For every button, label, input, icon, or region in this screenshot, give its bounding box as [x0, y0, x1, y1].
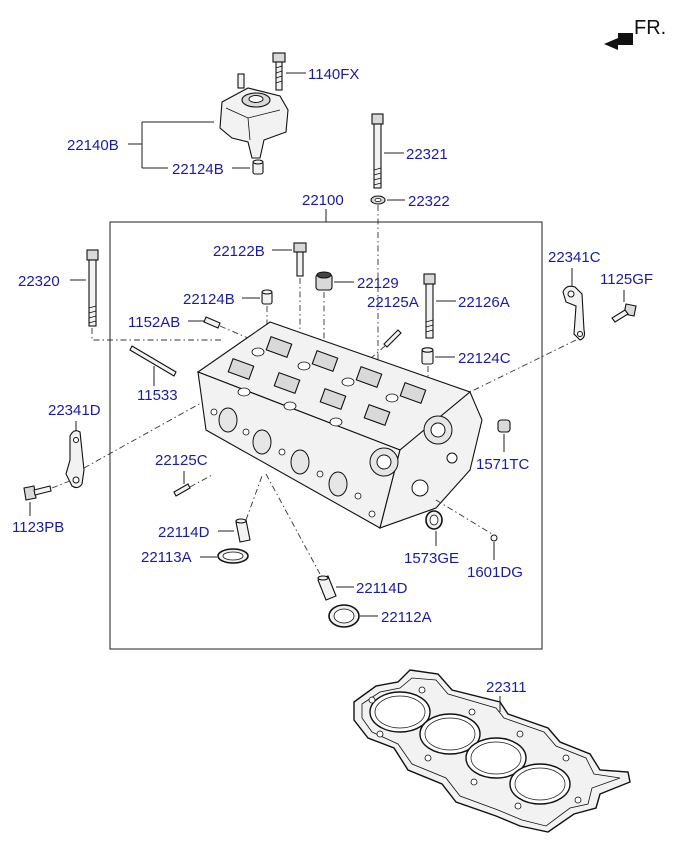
label-1152AB: 1152AB: [128, 314, 180, 331]
cam-caps-intake: [227, 357, 391, 427]
bolt-22126A: [423, 273, 436, 339]
label-22124B-top: 22124B: [172, 161, 224, 178]
bolt-1140FX: [272, 52, 286, 91]
cam-sprocket-bores: [369, 415, 458, 497]
label-1573GE: 1573GE: [404, 550, 459, 567]
pin-1152AB: [203, 316, 221, 329]
sleeve-22114D-left: [235, 518, 251, 543]
face-bolt-holes: [210, 408, 376, 518]
label-22311: 22311: [486, 679, 527, 696]
gasket-inner-rings: [374, 695, 566, 801]
dowel-22124B-mid: [261, 289, 273, 305]
stud-11533: [129, 345, 177, 377]
dowel-22124B-top: [252, 159, 264, 175]
stud-22125C: [173, 483, 191, 497]
cam-caps-exhaust: [265, 335, 427, 405]
head-gasket-22311: [353, 669, 631, 833]
label-22129: 22129: [357, 275, 399, 292]
label-22114D-left: 22114D: [158, 524, 210, 541]
oil-seal-1573GE: [425, 510, 443, 530]
label-22122B: 22122B: [213, 243, 265, 260]
label-22320: 22320: [18, 273, 60, 290]
label-22100: 22100: [302, 192, 344, 209]
label-22321: 22321: [406, 146, 448, 163]
label-11533: 11533: [137, 387, 178, 404]
gasket-bolt-holes: [368, 686, 582, 810]
label-1140FX: 1140FX: [308, 66, 359, 83]
cylinder-head-22100: [196, 321, 483, 529]
label-1125GF: 1125GF: [600, 271, 653, 288]
bolt-1125GF: [611, 303, 637, 323]
exhaust-ports: [218, 407, 348, 497]
gasket-cylinder-bores: [369, 691, 571, 805]
sleeve-22114D-bottom: [317, 575, 337, 601]
front-arrow-icon: [604, 33, 633, 50]
head-bolt-22320: [86, 249, 99, 327]
seal-ring-22113A: [217, 548, 249, 564]
label-22322: 22322: [408, 193, 450, 210]
label-22126A: 22126A: [458, 294, 510, 311]
valve-pockets: [237, 347, 399, 427]
dowel-22124C: [421, 347, 434, 365]
label-22341D: 22341D: [48, 402, 101, 419]
label-22124B-mid: 22124B: [183, 291, 235, 308]
label-22140B: 22140B: [67, 137, 119, 154]
label-22113A: 22113A: [141, 549, 192, 566]
label-22125A: 22125A: [367, 294, 419, 311]
label-22114D-bottom: 22114D: [356, 580, 408, 597]
head-bolt-22321: [371, 113, 384, 189]
cap-22129: [315, 271, 333, 291]
front-direction-indicator: FR.: [604, 17, 666, 50]
label-1601DG: 1601DG: [467, 564, 523, 581]
bolt-1123PB: [23, 485, 52, 501]
label-1123PB: 1123PB: [12, 519, 64, 536]
front-direction-label: FR.: [634, 17, 666, 39]
hanger-hook-22341C: [562, 285, 586, 341]
engine-mount-bracket: [219, 73, 289, 159]
label-22112A: 22112A: [381, 609, 432, 626]
pin-1601DG: [490, 534, 498, 542]
plug-1571TC: [497, 419, 511, 433]
seal-ring-22112A: [328, 604, 360, 628]
label-22341C: 22341C: [548, 249, 601, 266]
stud-22125A: [383, 329, 402, 348]
label-22125C: 22125C: [155, 452, 208, 469]
hanger-hook-22341D: [65, 430, 85, 489]
label-22124C: 22124C: [458, 350, 511, 367]
bolt-22122B: [293, 242, 307, 277]
label-1571TC: 1571TC: [476, 456, 530, 473]
washer-22322: [370, 195, 386, 205]
